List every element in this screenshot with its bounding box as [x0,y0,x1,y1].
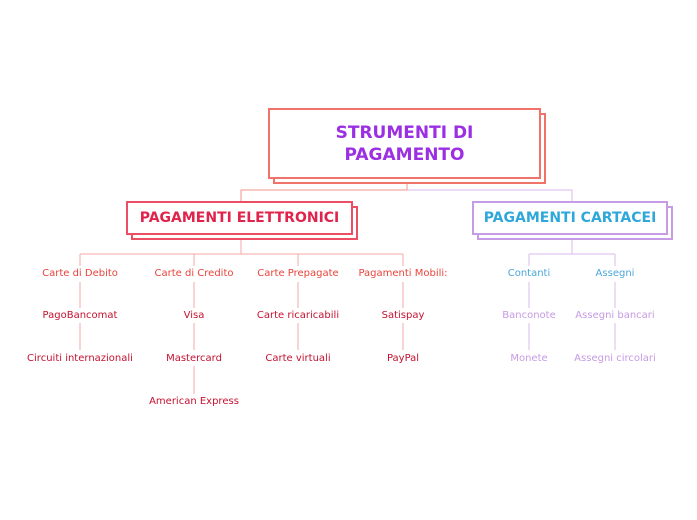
node-circuiti-internazionali[interactable]: Circuiti internazionali [25,352,135,365]
node-visa[interactable]: Visa [181,309,207,322]
node-carte-debito[interactable]: Carte di Debito [40,267,120,280]
root-title-line1: STRUMENTI DI [335,122,474,143]
connector-root-cartacei [407,189,573,201]
node-american-express[interactable]: American Express [147,395,241,408]
node-mastercard[interactable]: Mastercard [164,352,224,365]
node-assegni-bancari[interactable]: Assegni bancari [573,309,657,322]
node-paypal[interactable]: PayPal [384,352,422,365]
node-assegni[interactable]: Assegni [593,267,637,280]
node-carte-ricaricabili[interactable]: Carte ricaricabili [254,309,342,322]
node-pagamenti-mobili[interactable]: Pagamenti Mobili: [356,267,450,280]
connector-elettronici-groups [79,253,404,266]
root-node-face: STRUMENTI DI PAGAMENTO [268,108,541,179]
node-pagobancomat[interactable]: PagoBancomat [40,309,120,322]
connector-cartacei-groups [528,253,616,266]
branch-elettronici-title: PAGAMENTI ELETTRONICI [126,201,353,235]
branch-cartacei[interactable]: PAGAMENTI CARTACEI [472,201,673,240]
root-node[interactable]: STRUMENTI DI PAGAMENTO [268,108,546,184]
node-carte-virtuali[interactable]: Carte virtuali [263,352,333,365]
branch-cartacei-title: PAGAMENTI CARTACEI [472,201,668,235]
node-assegni-circolari[interactable]: Assegni circolari [572,352,658,365]
node-carte-prepagate[interactable]: Carte Prepagate [255,267,341,280]
connector-root-elettronici [240,189,407,201]
node-carte-credito[interactable]: Carte di Credito [152,267,236,280]
branch-elettronici[interactable]: PAGAMENTI ELETTRONICI [126,201,358,240]
node-banconote[interactable]: Banconote [500,309,558,322]
node-monete[interactable]: Monete [508,352,550,365]
node-contanti[interactable]: Contanti [505,267,553,280]
root-title-line2: PAGAMENTO [344,144,465,165]
node-satispay[interactable]: Satispay [379,309,427,322]
